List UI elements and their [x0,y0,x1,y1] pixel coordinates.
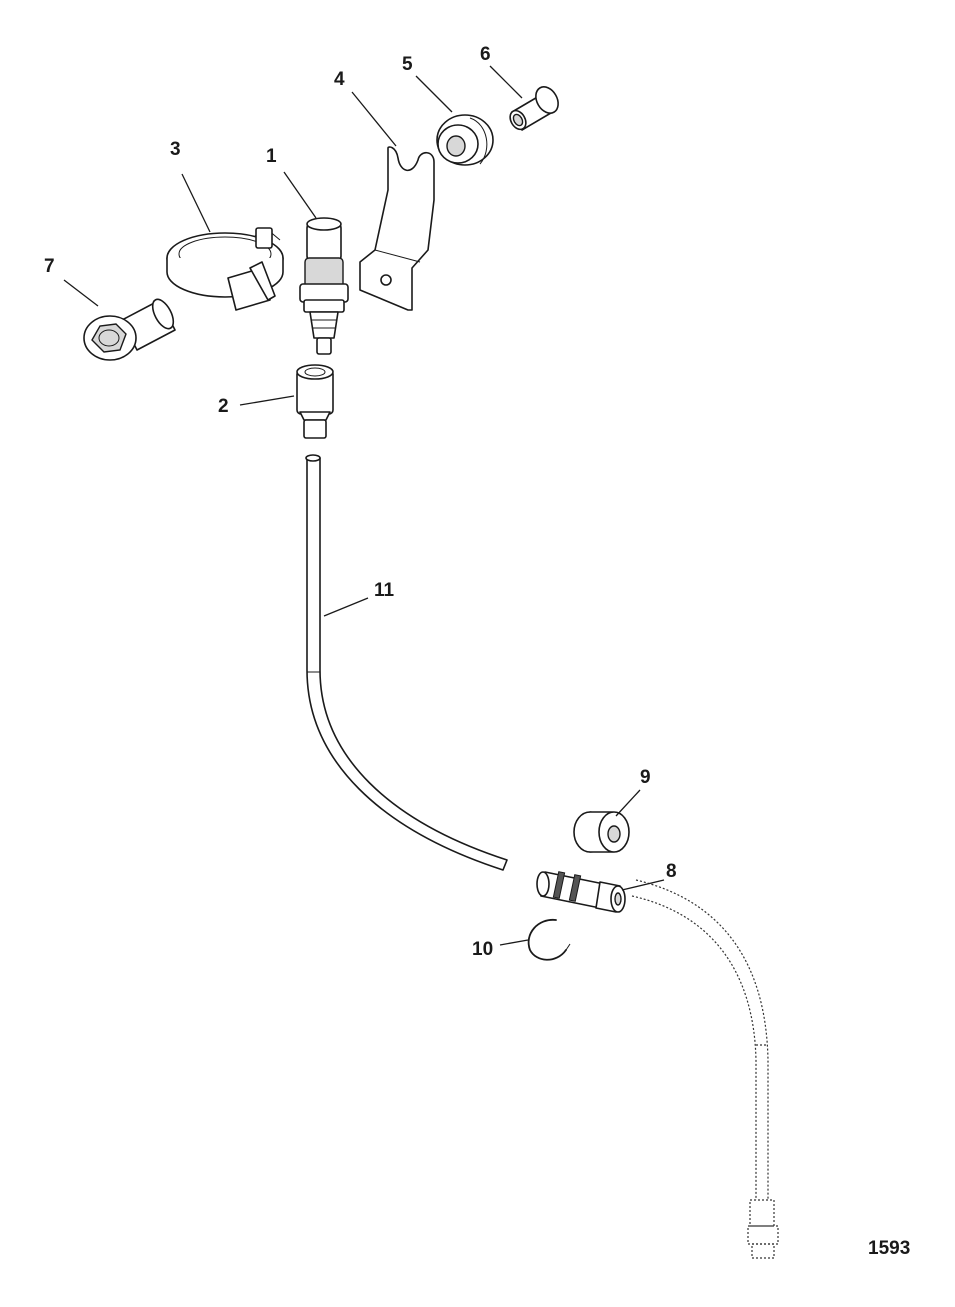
reference-hose [631,879,779,1259]
callout-11: 11 [374,580,395,601]
part-5-grommet [436,114,494,166]
part-6-sleeve [509,86,559,131]
figure-number: 1593 [868,1238,910,1259]
callout-9: 9 [640,767,651,788]
callout-10: 10 [472,939,493,960]
callout-4: 4 [334,69,345,90]
callouts: 1 2 3 4 5 6 7 8 9 10 11 1593 [44,44,910,1259]
callout-3: 3 [170,139,181,160]
part-4-bracket [359,146,435,311]
part-9-bushing [573,811,630,853]
part-3-hose-clamp [166,227,284,311]
callout-7: 7 [44,256,55,277]
callout-2: 2 [218,396,229,417]
part-10-clip [527,919,571,961]
part-7-bolt [83,298,176,361]
part-11-hose [305,454,508,871]
leader-lines [63,65,665,946]
callout-5: 5 [402,54,413,75]
callout-6: 6 [480,44,491,65]
part-8-connector [536,871,626,913]
callout-8: 8 [666,861,677,882]
part-2-adapter [296,364,334,439]
callout-1: 1 [266,146,277,167]
part-1-fitting [299,217,349,355]
